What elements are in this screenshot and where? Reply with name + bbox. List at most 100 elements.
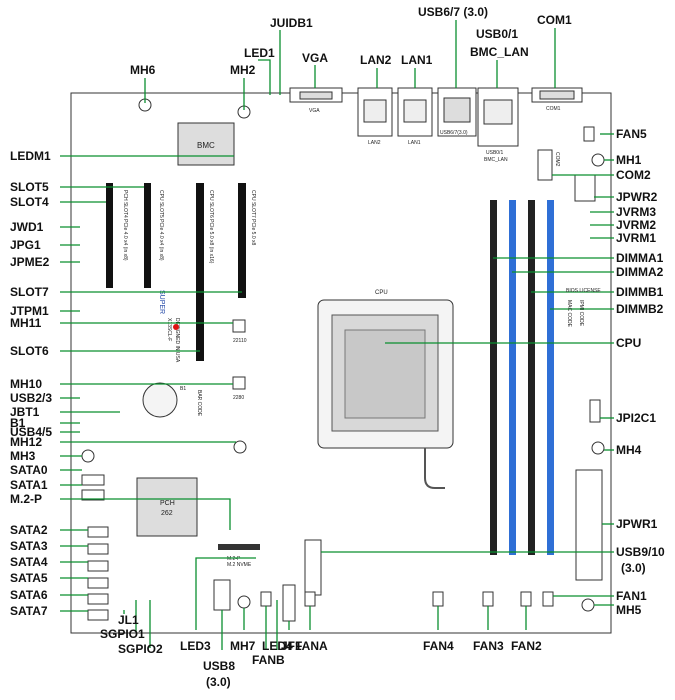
label-dimmb2: DIMMB2 — [616, 302, 664, 316]
label-mh10: MH10 — [10, 377, 42, 391]
usb8-header — [213, 579, 231, 611]
label-jpme2: JPME2 — [10, 255, 50, 269]
usb910-header — [304, 539, 322, 596]
battery-silk: B1 — [180, 386, 186, 392]
jf1-header — [282, 584, 296, 622]
label-mh11: MH11 — [10, 316, 42, 330]
fan3-header — [482, 591, 494, 607]
mh10-standoff — [232, 376, 246, 390]
silk-mac-code: MAC CODE — [566, 300, 572, 328]
label-b1: B1 — [10, 416, 26, 430]
label-bmc-lan: BMC_LAN — [470, 45, 529, 59]
m2-silk: M.2-P — [227, 556, 241, 562]
label-ledm1: LEDM1 — [10, 149, 51, 163]
slot6 — [196, 183, 204, 361]
label-juidb1: JUIDB1 — [270, 16, 313, 30]
sata0-conn — [81, 474, 105, 486]
label-sata2: SATA2 — [10, 523, 48, 537]
label-dimma1: DIMMA1 — [616, 251, 664, 265]
label-usb8: USB8 — [203, 659, 235, 673]
sata7-conn — [87, 609, 109, 621]
sata1-conn — [81, 489, 105, 501]
label-jwd1: JWD1 — [10, 220, 44, 234]
mh11-standoff — [232, 319, 246, 333]
jpi2c1-header — [589, 399, 601, 423]
label-vga: VGA — [302, 51, 328, 65]
label-sgpio2: SGPIO2 — [118, 642, 163, 656]
sata4-conn — [87, 560, 109, 572]
label-usb67: USB6/7 (3.0) — [418, 5, 488, 19]
bmc-lan-connector — [477, 87, 519, 147]
jpwr1-header — [575, 469, 603, 581]
com1-connector — [531, 87, 583, 103]
label-fan1: FAN1 — [616, 589, 647, 603]
slot7 — [238, 183, 246, 298]
label-led3: LED3 — [180, 639, 211, 653]
label-fan3: FAN3 — [473, 639, 504, 653]
slot5-silk: CPU SLOT5 PCIe 4.0 x4 (in x8) — [158, 190, 164, 261]
mh7-hole — [237, 595, 251, 609]
label-usb910: USB9/10 — [616, 545, 665, 559]
label-jvrm1: JVRM1 — [616, 231, 656, 245]
label-mh4: MH4 — [616, 443, 642, 457]
mh4-hole — [591, 441, 605, 455]
label-sata1: SATA1 — [10, 478, 48, 492]
label-mh1: MH1 — [616, 153, 642, 167]
silk-ipmi-code: IPMI CODE — [578, 300, 584, 327]
label-jpwr1: JPWR1 — [616, 517, 658, 531]
label-sata3: SATA3 — [10, 539, 48, 553]
label-sata6: SATA6 — [10, 588, 48, 602]
slot5 — [144, 183, 151, 288]
board-model-silk: X13SCL-F — [166, 318, 172, 341]
label-jbt1: JBT1 — [10, 405, 40, 419]
battery — [142, 382, 178, 418]
silk-usb67: USB6/7(3.0) — [440, 130, 468, 136]
slot6-silk: CPU SLOT6 PCIe 5.0 x8 (in x16) — [208, 190, 214, 264]
label-jtpm1: JTPM1 — [10, 304, 49, 318]
vga-connector — [289, 87, 343, 103]
label-jpg1: JPG1 — [10, 238, 41, 252]
silkscreen-texts: VGA LAN2 LAN1 USB6/7(3.0) USB0/1 BMC_LAN… — [196, 106, 601, 417]
label-fan5: FAN5 — [616, 127, 647, 141]
label-jf1: JF1 — [281, 639, 302, 653]
silk-bios-license: BIOS LICENSE — [566, 288, 601, 294]
label-mh6: MH6 — [130, 63, 156, 77]
label-usb8-ver: (3.0) — [206, 675, 231, 689]
label-com1: COM1 — [537, 13, 572, 27]
label-jl1: JL1 — [118, 613, 139, 627]
brand-silk: SUPER — [158, 290, 165, 314]
label-sata5: SATA5 — [10, 571, 48, 585]
dimma2 — [509, 200, 516, 555]
label-led4: LED4 — [262, 639, 293, 653]
label-usb23: USB2/3 — [10, 391, 52, 405]
label-jvrm3: JVRM3 — [616, 205, 656, 219]
lan1-connector — [397, 87, 433, 137]
label-mh7: MH7 — [230, 639, 256, 653]
label-sata0: SATA0 — [10, 463, 48, 477]
slot4-silk: PCH SLOT4 PCIe 4.0 x4 (in x8) — [122, 190, 128, 261]
fan1-header — [542, 591, 554, 607]
bmc-chip-text: BMC — [197, 141, 215, 150]
sata5-conn — [87, 577, 109, 589]
fanb-header — [260, 591, 272, 607]
silk-vga: VGA — [309, 108, 320, 114]
mh1-hole — [591, 153, 605, 167]
label-slot5: SLOT5 — [10, 180, 49, 194]
label-sata4: SATA4 — [10, 555, 48, 569]
silk-com1: COM1 — [546, 106, 561, 112]
label-fan4: FAN4 — [423, 639, 454, 653]
mh12-hole — [233, 440, 247, 454]
silk-bmc-lan: BMC_LAN — [484, 157, 508, 163]
label-mh5: MH5 — [616, 603, 642, 617]
sata2-conn — [87, 526, 109, 538]
com2-header — [537, 149, 553, 181]
label-usb910-ver: (3.0) — [621, 561, 646, 575]
label-lan2: LAN2 — [360, 53, 392, 67]
label-m2p: M.2-P — [10, 492, 42, 506]
sata3-conn — [87, 543, 109, 555]
dimmb2 — [547, 200, 554, 555]
bmc-chip — [177, 122, 235, 166]
fan4-header — [432, 591, 444, 607]
label-fana: FANA — [295, 639, 328, 653]
